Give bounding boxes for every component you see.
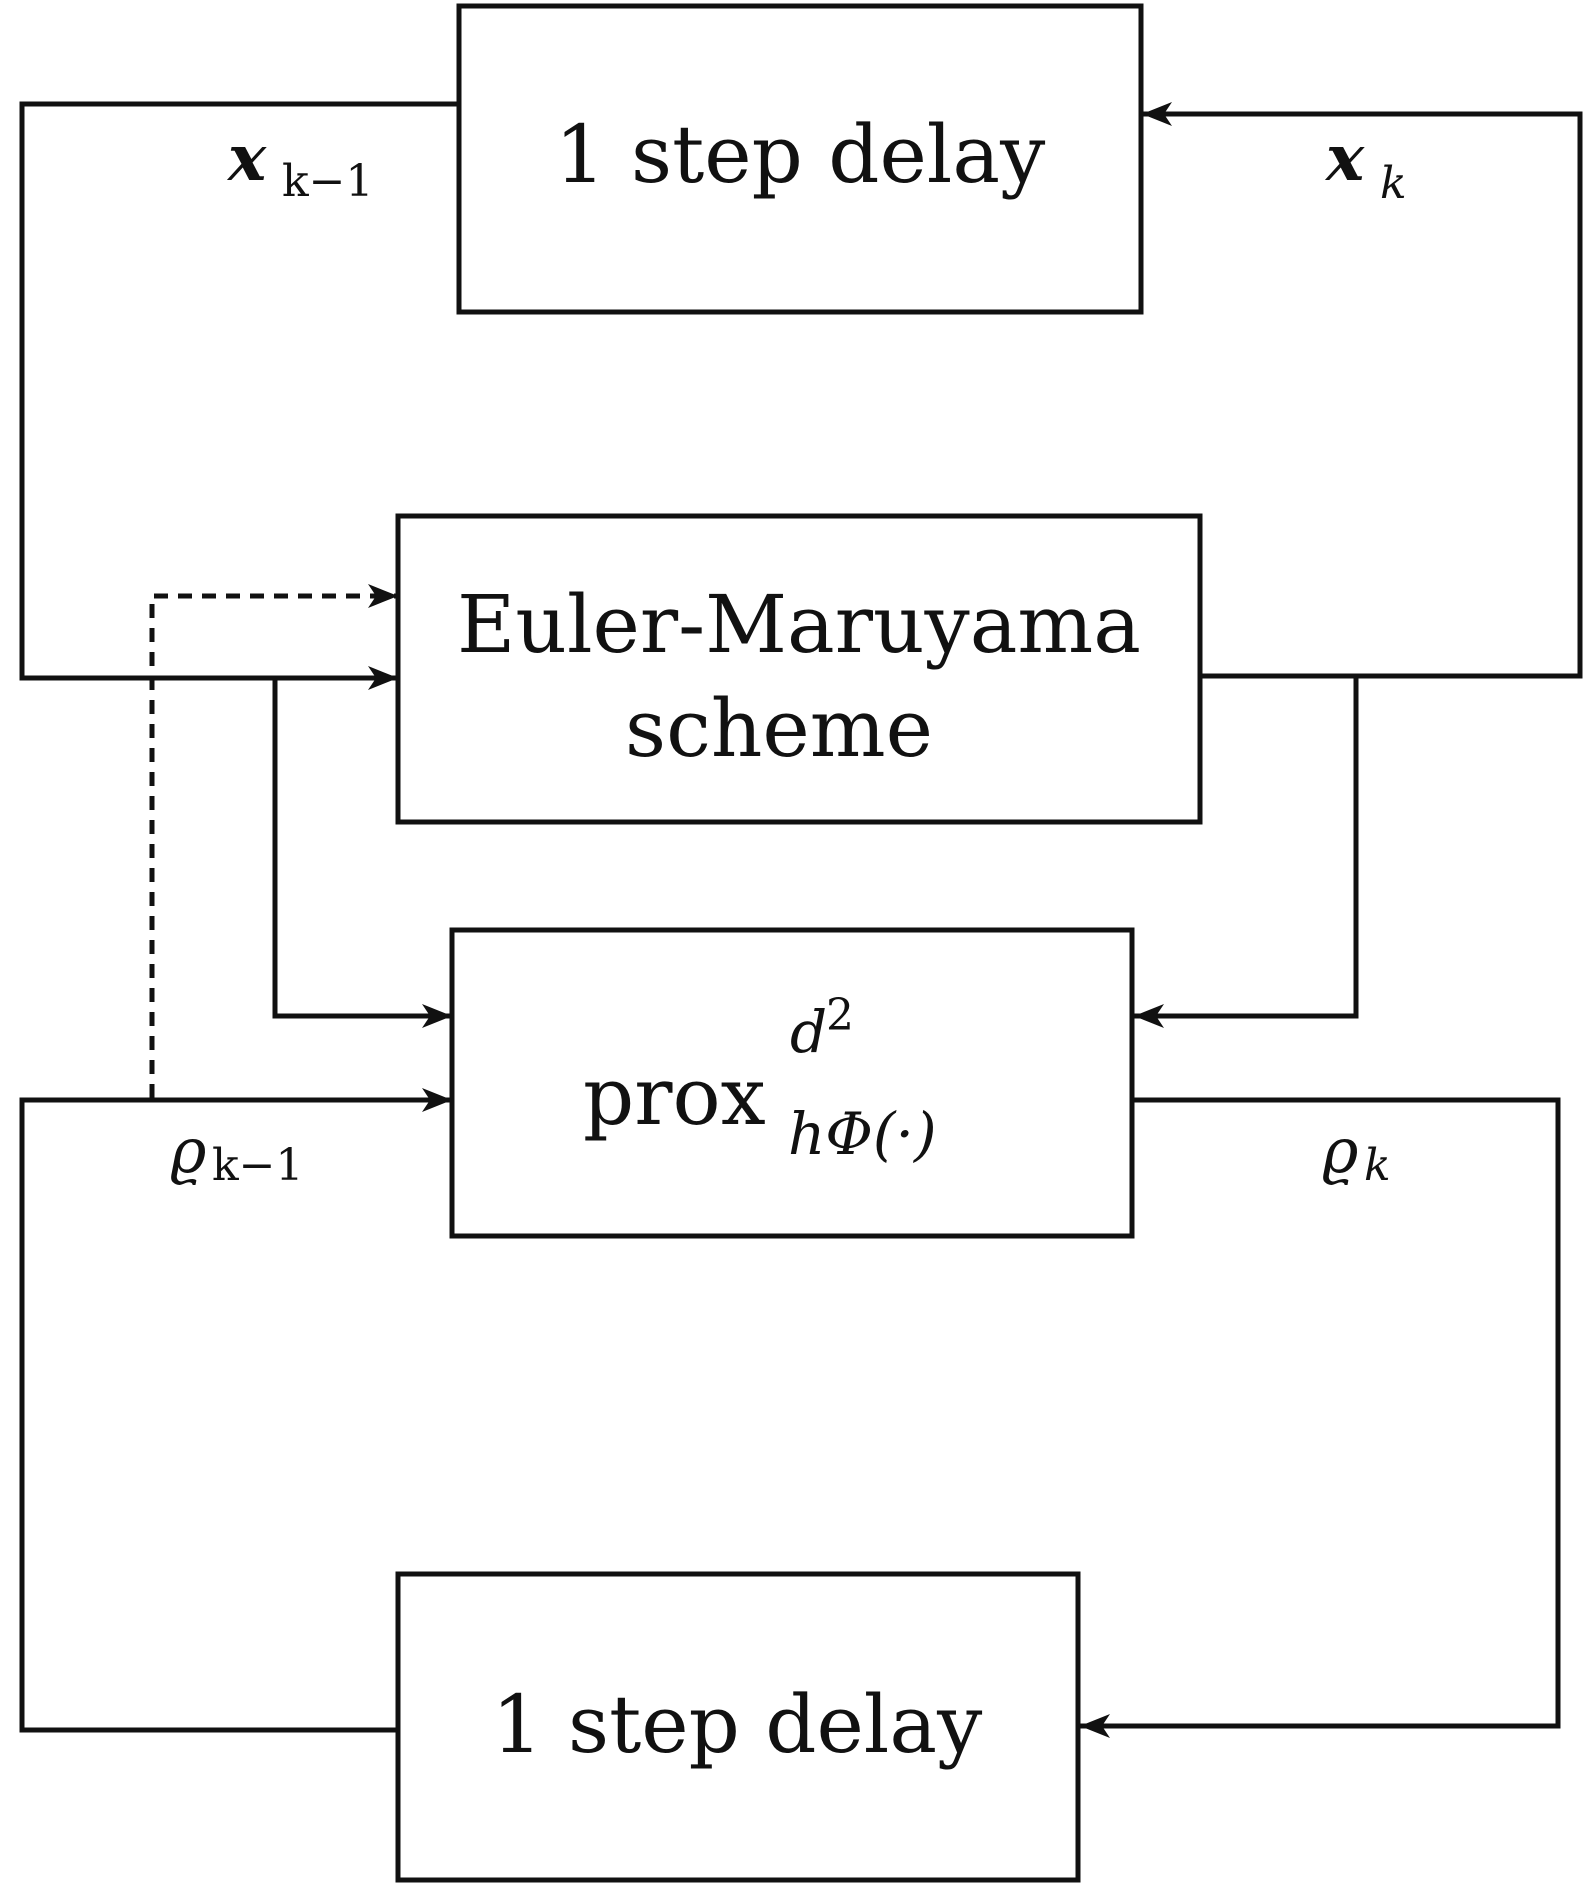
- signal-rho-prev-index: k−1: [212, 1140, 304, 1191]
- euler-maruyama-block: Euler-Maruyama scheme: [395, 513, 1203, 825]
- delay-block-bottom-label: 1 step delay: [492, 1678, 983, 1771]
- wire-x-prev-to-euler: [19, 101, 462, 690]
- euler-maruyama-label-line2: scheme: [625, 682, 933, 775]
- prox-operator-superscript: d: [790, 998, 827, 1066]
- signal-label-rho-curr: ϱ k: [1322, 1114, 1391, 1191]
- delay-block-top: 1 step delay: [456, 3, 1144, 315]
- wire-x-curr-to-prox: [1133, 673, 1359, 1028]
- wire-rho-prev-to-prox: [19, 1088, 453, 1733]
- signal-x-curr-index: k: [1380, 158, 1407, 209]
- signal-x-prev-index: k−1: [282, 156, 374, 207]
- wire-x-prev-to-prox: [272, 675, 453, 1028]
- signal-label-rho-prev: ϱ k−1: [170, 1114, 304, 1191]
- signal-label-x-prev: x k−1: [226, 121, 374, 207]
- signal-x-prev-symbol: x: [226, 121, 267, 196]
- signal-rho-curr-symbol: ϱ: [1322, 1114, 1358, 1187]
- prox-operator-superscript-power: 2: [826, 990, 854, 1041]
- signal-x-curr-symbol: x: [1324, 121, 1365, 196]
- delay-block-top-label: 1 step delay: [555, 108, 1046, 201]
- wire-x-curr-to-delay: [1141, 102, 1583, 679]
- signal-label-x-curr: x k: [1324, 121, 1407, 209]
- signal-rho-prev-symbol: ϱ: [170, 1114, 206, 1187]
- prox-operator-base: prox: [583, 1050, 766, 1143]
- connections: [19, 101, 1583, 1738]
- signal-rho-curr-index: k: [1364, 1140, 1391, 1191]
- euler-maruyama-label-line1: Euler-Maruyama: [457, 578, 1141, 671]
- prox-operator: prox: [583, 1050, 766, 1143]
- delay-block-bottom: 1 step delay: [395, 1571, 1081, 1883]
- prox-block: prox d 2 hΦ(·): [449, 927, 1135, 1239]
- wire-rho-curr-to-delay: [1079, 1097, 1561, 1738]
- prox-operator-subscript: hΦ(·): [788, 1100, 937, 1168]
